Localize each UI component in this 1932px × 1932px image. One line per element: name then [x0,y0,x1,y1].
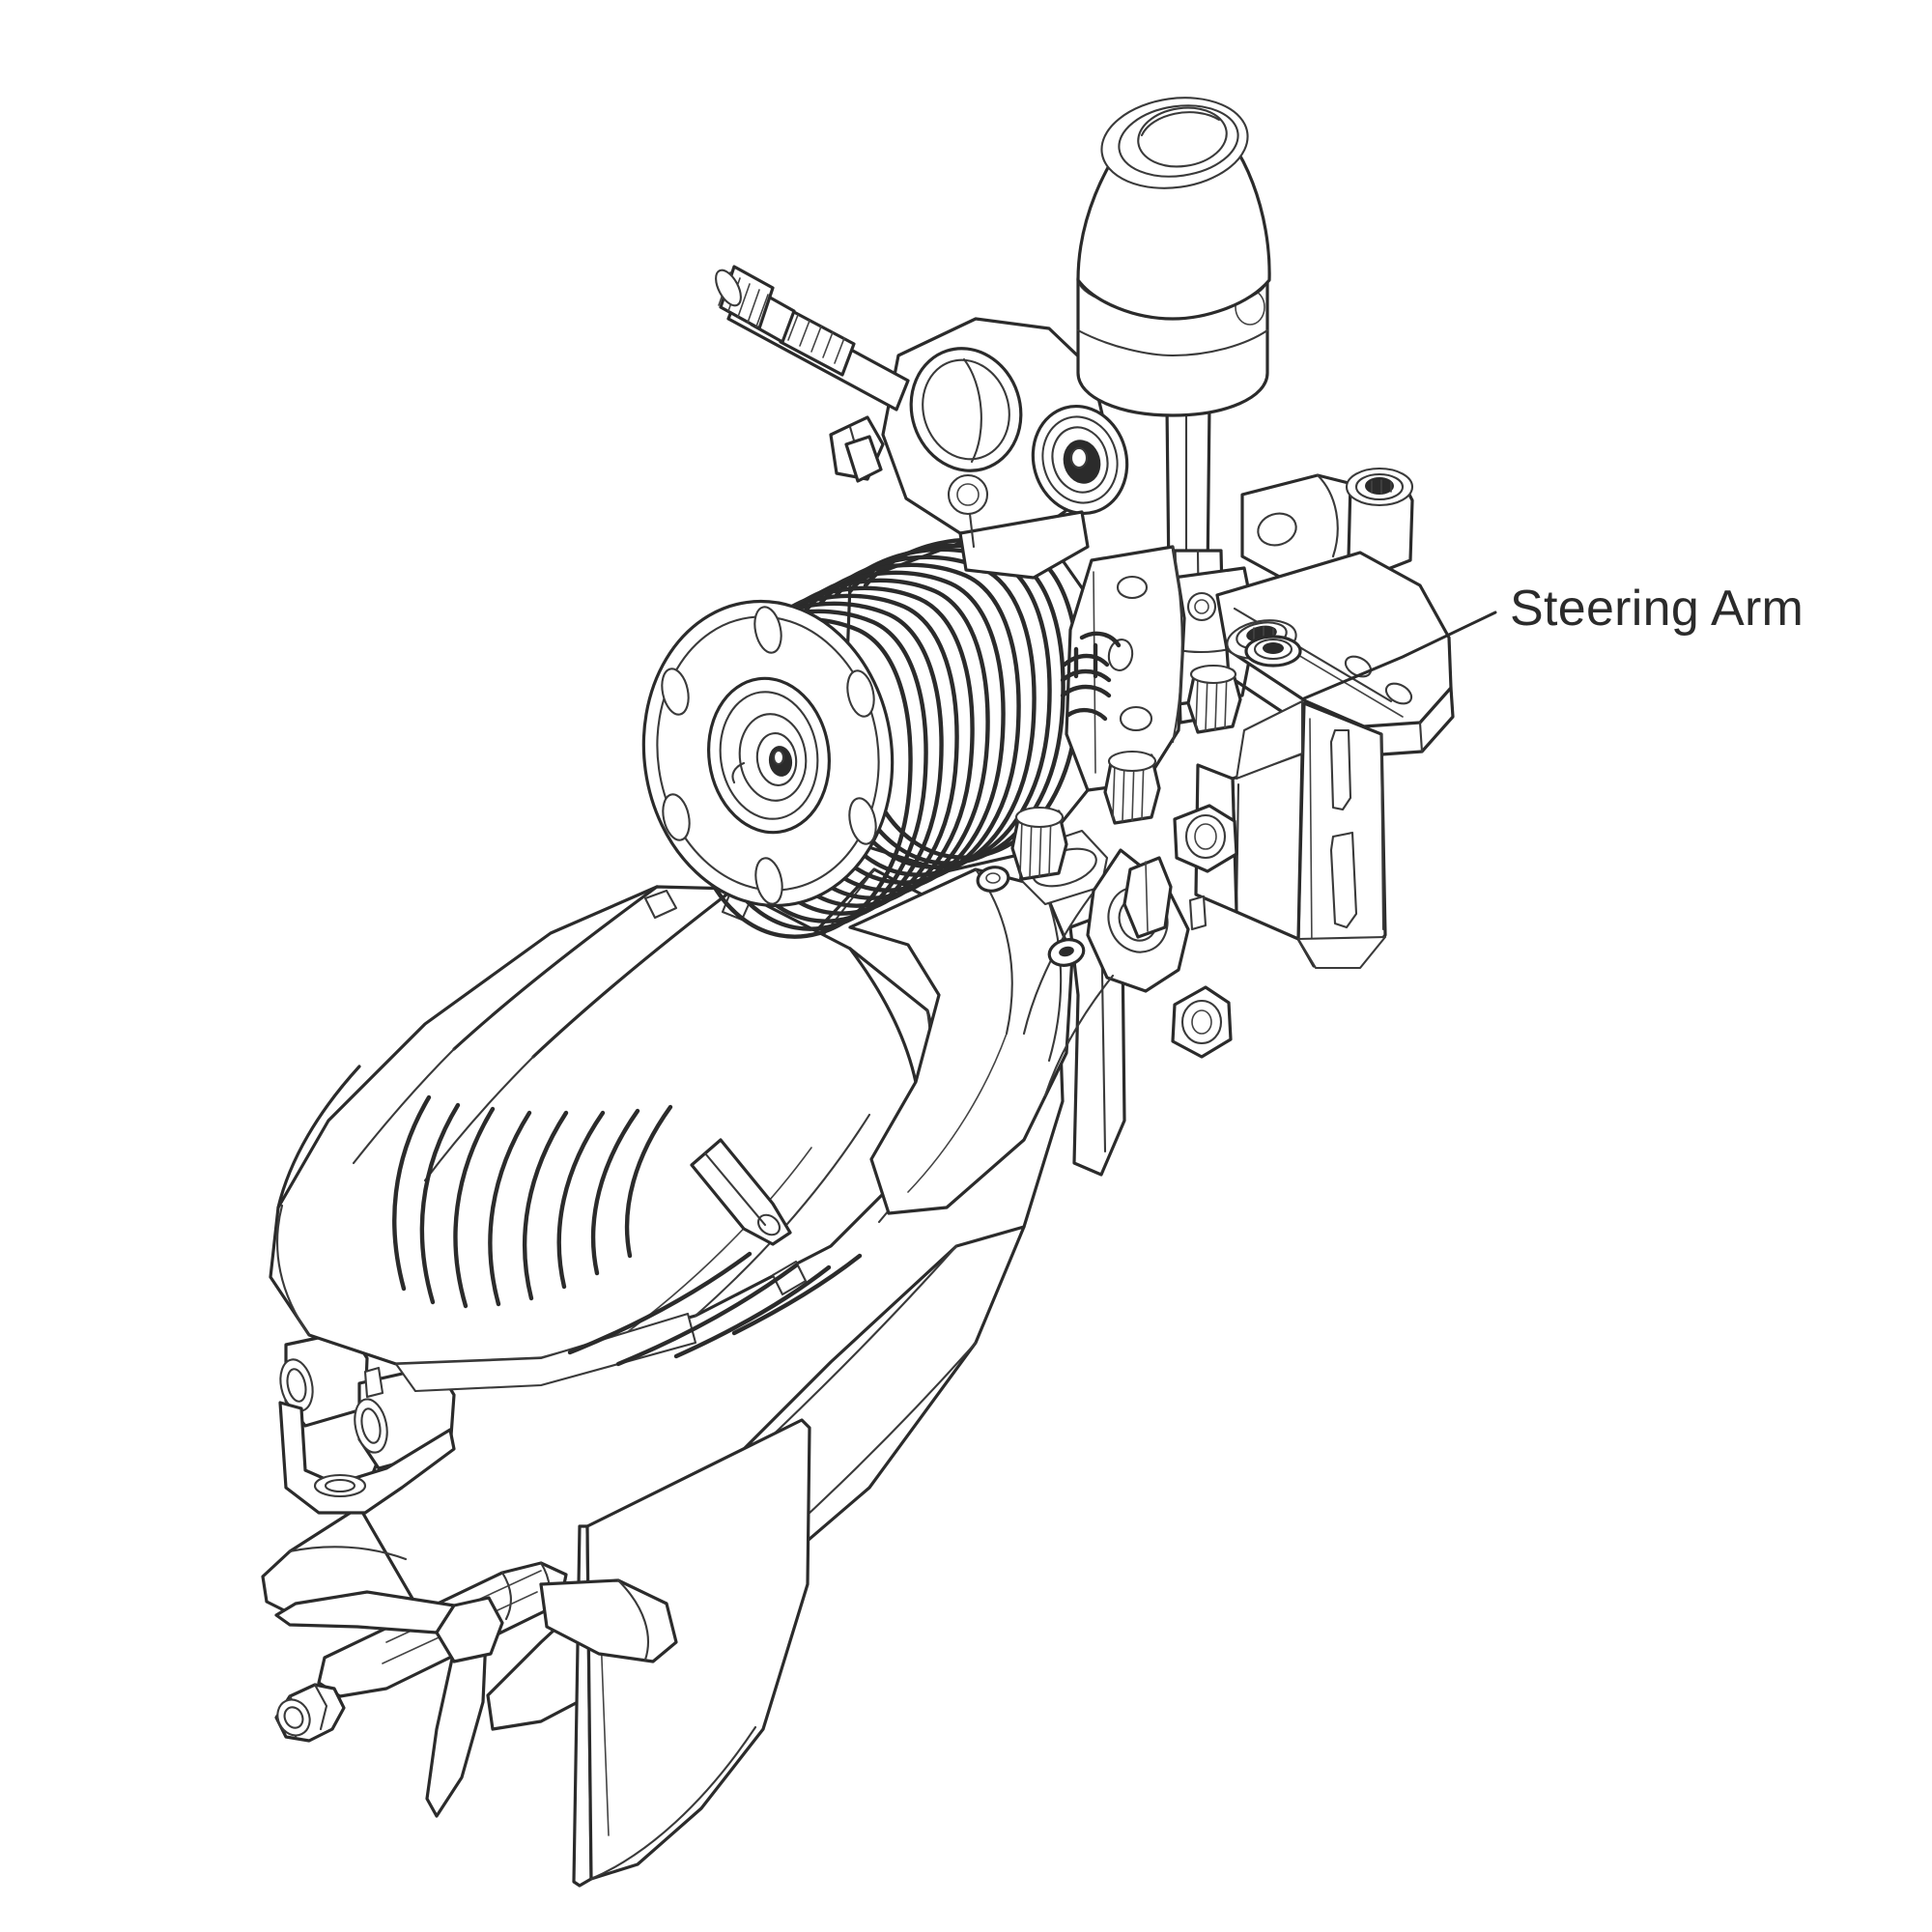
mounting-tab [278,1401,456,1515]
head-bolt-holes [661,606,877,905]
upper-mount-block [1240,467,1414,582]
cowl-vent-slots [392,1094,863,1367]
fin-ring-set [695,537,1081,939]
callout-label-steering-arm: Steering Arm [1510,581,1804,637]
crankshaft-hub [707,676,831,835]
engine-mount-plate [1065,545,1186,792]
propeller [274,1561,678,1818]
cap-screw-a [1244,635,1302,668]
knurled-screw-b [1010,806,1068,881]
knurled-screw-c [1186,664,1242,734]
cowl-scoop [690,1138,792,1246]
fuel-nipple [844,435,883,483]
steering-arm-leader-line [1302,611,1497,700]
cylinder-head-fins [695,535,1105,939]
prop-nut [274,1683,346,1743]
misc-fasteners [976,866,1208,967]
spring-clip-cluster [1060,631,1122,722]
needle-valve-screw [715,265,910,481]
transom-mount-bracket [1194,699,1387,970]
link-nut [1173,804,1238,873]
knurl-lines-mid [787,314,845,364]
knurled-screw-a [1103,750,1161,825]
lower-bracket [1122,856,1173,939]
hardware-cluster [1010,631,1302,1097]
exhaust-tip-cone [1076,97,1271,321]
carburetor-body [881,317,1129,580]
